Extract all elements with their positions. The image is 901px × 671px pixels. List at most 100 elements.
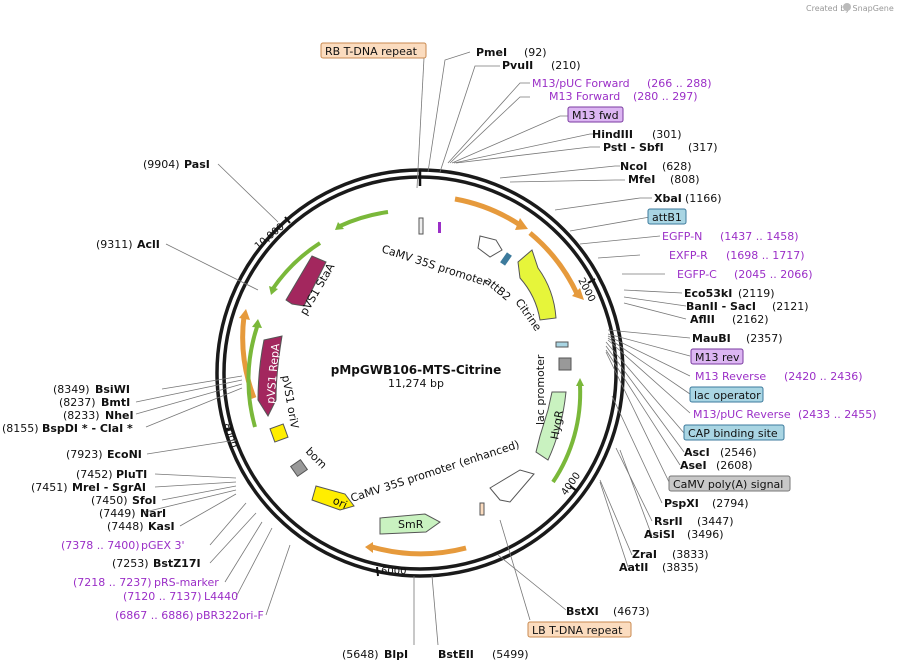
svg-text:(9904): (9904): [143, 158, 180, 171]
site-aatii: AatII: [619, 561, 648, 574]
svg-text:(7253): (7253): [112, 557, 149, 570]
camv35s-enh-arrow: [489, 469, 535, 503]
primer-egfp-c: EGFP-C: [677, 268, 717, 281]
svg-text:attB1: attB1: [652, 211, 682, 224]
site-bsteii: BstEII: [438, 648, 474, 661]
site-bmti: BmtI: [101, 396, 130, 409]
svg-text:(7923): (7923): [66, 448, 103, 461]
svg-text:(2420 .. 2436): (2420 .. 2436): [784, 370, 863, 383]
label-lac-promoter: lac promoter: [534, 354, 547, 425]
site-econi: EcoNI: [107, 448, 142, 461]
lb-tdna-repeat-box: [527, 621, 632, 638]
svg-text:(2162): (2162): [732, 313, 769, 326]
plasmid-length: 11,274 bp: [388, 377, 444, 390]
site-kasi: KasI: [148, 520, 175, 533]
citrine-arrow: [517, 249, 557, 321]
site-blpi: BlpI: [384, 648, 408, 661]
outer-feature-arcs: [239, 196, 584, 557]
leader-lines: [413, 51, 691, 646]
site-asci: AscI: [684, 446, 710, 459]
svg-text:(3447): (3447): [697, 515, 734, 528]
svg-text:(2546): (2546): [720, 446, 757, 459]
site-zrai: ZraI: [632, 548, 657, 561]
svg-text:(3833): (3833): [672, 548, 709, 561]
label-pvs1-repa: pVS1 RepA: [264, 342, 282, 404]
m13-fwd-box: [567, 106, 624, 123]
svg-text:CaMV poly(A) signal: CaMV poly(A) signal: [673, 478, 783, 491]
rb-tdna-repeat-box: [320, 42, 427, 59]
site-asei: AseI: [680, 459, 707, 472]
svg-text:(2357): (2357): [746, 332, 783, 345]
label-bom: bom: [303, 445, 329, 471]
svg-text:M13 fwd: M13 fwd: [572, 109, 619, 122]
site-rsrii: RsrII: [654, 515, 683, 528]
camv35s-arrow: [477, 235, 503, 258]
site-pspxi: PspXI: [664, 497, 699, 510]
svg-text:(7448): (7448): [107, 520, 144, 533]
primer-pbr322ori-f: pBR322ori-F: [196, 609, 264, 622]
tick-6000: 6000: [381, 566, 406, 577]
svg-text:(7378 .. 7400): (7378 .. 7400): [61, 539, 140, 552]
svg-text:(92): (92): [524, 46, 547, 59]
site-aflii: AflII: [690, 313, 715, 326]
svg-text:(628): (628): [662, 160, 692, 173]
primer-exfp-r: EXFP-R: [669, 249, 708, 262]
primer-l4440: L4440: [204, 590, 238, 603]
svg-text:(1437 .. 1458): (1437 .. 1458): [720, 230, 799, 243]
site-mfei: MfeI: [628, 173, 655, 186]
snapgene-logo-icon: [843, 3, 851, 11]
site-pmei: PmeI: [476, 46, 507, 59]
svg-text:(7452): (7452): [76, 468, 113, 481]
svg-text:LB T-DNA repeat: LB T-DNA repeat: [532, 624, 623, 637]
site-bstz17i: BstZ17I: [153, 557, 201, 570]
svg-text:(8349): (8349): [53, 383, 90, 396]
svg-text:M13 rev: M13 rev: [695, 351, 740, 364]
cap-binding-site-box: [683, 424, 785, 441]
svg-text:(5499): (5499): [492, 648, 529, 661]
site-sfoi: SfoI: [132, 494, 156, 507]
site-nhei: NheI: [105, 409, 134, 422]
site-pvuii: PvuII: [502, 59, 533, 72]
svg-text:(266 .. 288): (266 .. 288): [647, 77, 712, 90]
svg-text:RB T-DNA repeat: RB T-DNA repeat: [325, 45, 418, 58]
primer-m13-reverse: M13 Reverse: [695, 370, 766, 383]
svg-text:(7120 .. 7137): (7120 .. 7137): [123, 590, 202, 603]
svg-text:(7450): (7450): [91, 494, 128, 507]
svg-text:(2119): (2119): [738, 287, 775, 300]
svg-text:(8237): (8237): [59, 396, 96, 409]
svg-text:(7449): (7449): [99, 507, 136, 520]
site-banii-saci: BanII - SacI: [686, 300, 756, 313]
site-asisi: AsiSI: [644, 528, 675, 541]
svg-text:(8233): (8233): [63, 409, 100, 422]
label-hygr: HygR: [548, 409, 566, 441]
svg-text:lac operator: lac operator: [694, 389, 761, 402]
site-mrei-sgrai: MreI - SgrAI: [72, 481, 146, 494]
primer-prs-marker: pRS-marker: [154, 576, 219, 589]
primer-pgex3: pGEX 3': [141, 539, 185, 552]
repa-arrow: [257, 335, 283, 418]
svg-text:CAP binding site: CAP binding site: [688, 427, 778, 440]
lac-operator-box: [689, 386, 764, 403]
attb1-box: [647, 208, 687, 225]
label-attb2: attB2: [482, 274, 513, 303]
primer-egfp-n: EGFP-N: [662, 230, 702, 243]
site-bstxi: BstXI: [566, 605, 599, 618]
plasmid-name: pMpGWB106-MTS-Citrine: [331, 363, 502, 377]
tick-8000: 8000: [221, 422, 238, 449]
svg-text:(2794): (2794): [712, 497, 749, 510]
site-hindiii: HindIII: [592, 128, 633, 141]
site-maubi: MauBI: [692, 332, 731, 345]
primer-m13-forward: M13 Forward: [549, 90, 620, 103]
svg-text:(1698 .. 1717): (1698 .. 1717): [726, 249, 805, 262]
m13-rev-box: [690, 348, 744, 365]
svg-text:(8155): (8155): [2, 422, 39, 435]
site-eco53ki: Eco53kI: [684, 287, 732, 300]
site-pasi: PasI: [184, 158, 210, 171]
camv-polya-box: [668, 475, 791, 492]
svg-text:(1166): (1166): [685, 192, 722, 205]
site-ncoi: NcoI: [620, 160, 647, 173]
svg-text:(7451): (7451): [31, 481, 68, 494]
site-pluti: PluTI: [116, 468, 147, 481]
label-ori: ori: [331, 494, 349, 512]
